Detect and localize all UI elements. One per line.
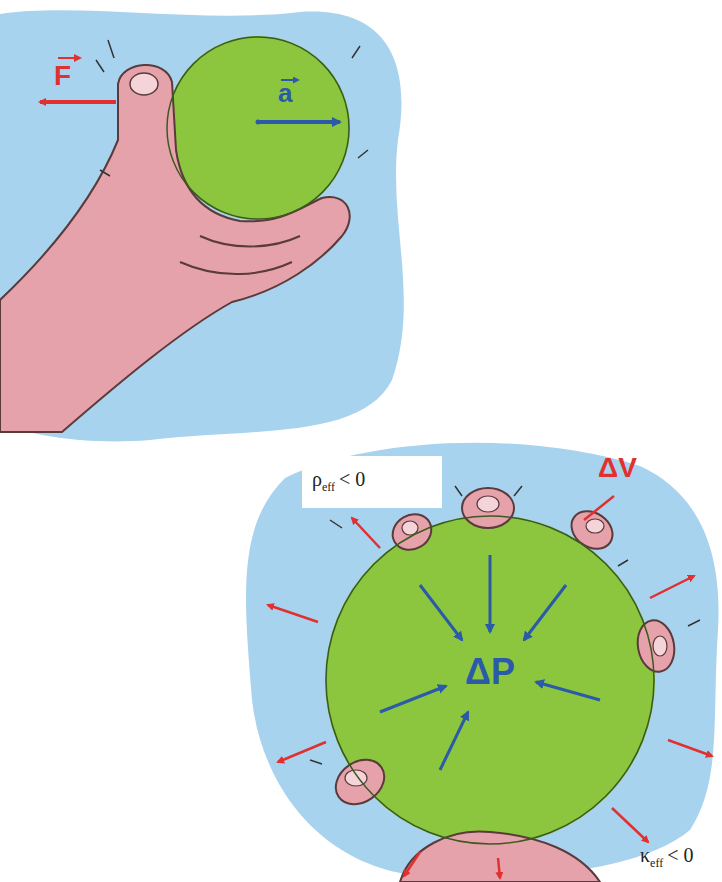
expansion-arrows xyxy=(268,518,712,878)
ball xyxy=(166,36,350,220)
ball-label: a xyxy=(278,78,292,109)
finger xyxy=(180,262,292,274)
thumbnail xyxy=(130,73,158,95)
label-text: < 0 xyxy=(339,468,365,490)
subscript: eff xyxy=(322,480,335,494)
arrow-origin xyxy=(256,120,261,125)
force-label: F xyxy=(54,60,71,92)
background-splash xyxy=(0,10,404,441)
volume-label: ΔV xyxy=(598,452,637,484)
pressure-arrows xyxy=(380,555,600,770)
label-text: κ xyxy=(640,844,650,866)
finger xyxy=(200,236,300,247)
ball-node: ΔP xyxy=(325,515,655,845)
background-splash xyxy=(246,443,719,878)
hand xyxy=(0,65,350,432)
fingertips xyxy=(327,488,678,813)
modulus-label: κeff < 0 xyxy=(640,844,693,871)
hand xyxy=(400,831,600,882)
subscript: eff xyxy=(650,856,663,870)
motion-lines xyxy=(96,40,368,176)
label-text: ΔV xyxy=(598,452,637,483)
density-label: ρeff < 0 xyxy=(312,468,365,495)
motion-lines xyxy=(310,486,700,764)
ball xyxy=(325,515,655,845)
ball-node: a xyxy=(166,36,350,220)
ball-outline xyxy=(166,36,350,220)
label-text: F xyxy=(54,60,71,91)
vector-mark xyxy=(58,57,80,59)
label-text: < 0 xyxy=(667,844,693,866)
label-text: ρ xyxy=(312,468,322,490)
pressure-label: ΔP xyxy=(465,651,515,693)
delta-v-mark xyxy=(584,496,614,520)
force-arrow xyxy=(40,100,116,104)
acceleration-arrow xyxy=(258,120,340,124)
label-patch xyxy=(302,456,442,508)
fingernails xyxy=(345,496,667,786)
